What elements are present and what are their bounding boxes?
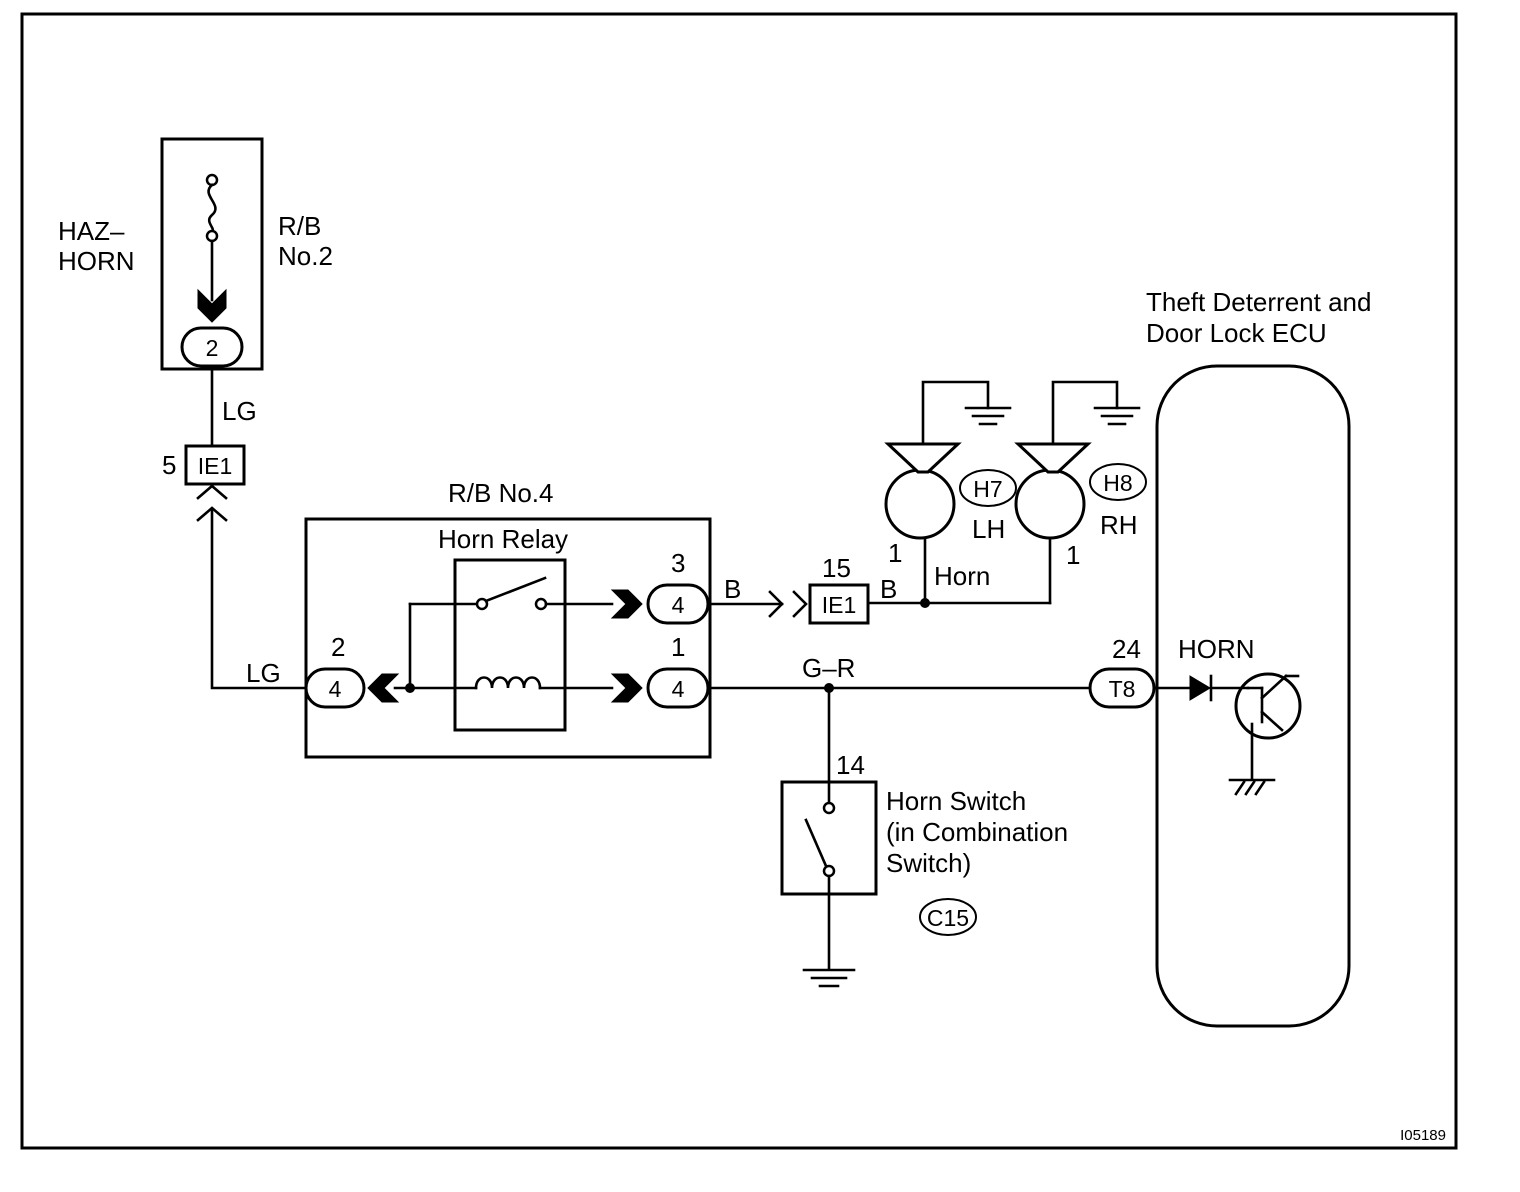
horn-switch-line1: Horn Switch <box>886 786 1026 816</box>
junction-ie1-top-code: IE1 <box>198 453 233 479</box>
ecu-transistor <box>1234 672 1302 740</box>
horn-relay-label: Horn Relay <box>438 524 568 554</box>
horn-rh-code-oval <box>1089 463 1147 501</box>
wire-lg-upper-label: LG <box>222 396 257 426</box>
junction-ie1-top: IE1 <box>184 444 246 522</box>
fuse-block-line2: No.2 <box>278 241 333 271</box>
relay-block-rb4 <box>304 517 712 759</box>
relay-coil <box>474 676 542 690</box>
horn-rh-label: RH <box>1100 510 1138 540</box>
horn-rh <box>1014 380 1141 605</box>
ecu-connector-pin: 24 <box>1112 634 1141 664</box>
relay-left-conn-number: 4 <box>329 676 342 702</box>
horn-switch-code-oval <box>919 898 977 936</box>
horn-rh-body <box>1014 468 1086 540</box>
horn-switch-code: C15 <box>927 905 969 931</box>
wire-lg-lower <box>210 508 308 690</box>
relay-block-title: R/B No.4 <box>448 478 554 508</box>
horn-rh-code: H8 <box>1103 470 1132 496</box>
horn-switch-contact-top <box>822 801 836 815</box>
relay-contact-fixed <box>475 597 489 611</box>
horn-lh-bell <box>884 442 962 474</box>
horn-lh-pin: 1 <box>888 538 902 568</box>
fuse-block-rb2: 2 <box>160 137 264 371</box>
relay-switch-pin-number: 3 <box>671 548 685 578</box>
ecu-connector-code: T8 <box>1109 676 1136 702</box>
junction-ie1-mid: IE1 <box>808 583 870 625</box>
wire-b-relay-label: B <box>724 574 741 604</box>
horn-lh-body <box>884 468 956 540</box>
ecu-body <box>1155 364 1351 1028</box>
fuse-element <box>207 183 217 234</box>
ecu-diode <box>1189 675 1211 701</box>
relay-left-pin-number: 2 <box>331 632 345 662</box>
fuse-name-line2: HORN <box>58 246 135 276</box>
junction-ie1-top-pin: 5 <box>162 450 176 480</box>
horn-switch-contact-bottom <box>822 864 836 878</box>
horn-rh-bell <box>1014 442 1092 474</box>
horn-switch-pin: 14 <box>836 750 865 780</box>
horn-rh-pin: 1 <box>1066 540 1080 570</box>
relay-coil-arrow <box>610 673 643 703</box>
horn-lh <box>884 380 1012 605</box>
wire-lg-lower-label: LG <box>246 658 281 688</box>
relay-contact-arm <box>484 576 547 603</box>
junction-ie1-mid-pin: 15 <box>822 553 851 583</box>
relay-switch-conn-number: 4 <box>672 592 685 618</box>
fuse-terminal-number: 2 <box>206 335 219 361</box>
horn-lh-code-oval <box>959 469 1017 507</box>
relay-left-arrow <box>367 673 400 703</box>
fuse-name-line1: HAZ– <box>58 216 125 246</box>
ecu-signal-label: HORN <box>1178 634 1255 664</box>
relay-contact-moving <box>534 597 548 611</box>
wire-gr-label: G–R <box>802 653 855 683</box>
horn-relay-box <box>453 558 567 732</box>
horn-switch-line2: (in Combination <box>886 817 1068 847</box>
diagram-id: I05189 <box>1400 1127 1446 1144</box>
ecu-title-line1: Theft Deterrent and <box>1146 287 1371 317</box>
horn-lh-label: LH <box>972 514 1005 544</box>
fuse-block-line1: R/B <box>278 211 321 241</box>
ecu-title-line2: Door Lock ECU <box>1146 318 1327 348</box>
horn-switch-arm <box>804 818 828 868</box>
relay-coil-pin-number: 1 <box>671 632 685 662</box>
horn-switch-line3: Switch) <box>886 848 971 878</box>
diagram-frame <box>20 12 1458 1150</box>
relay-coil-conn-number: 4 <box>672 676 685 702</box>
relay-switch-arrow <box>610 589 643 619</box>
horn-label: Horn <box>934 561 990 591</box>
junction-ie1-mid-code: IE1 <box>822 592 857 618</box>
fuse-terminal-bottom <box>205 229 219 243</box>
wire-b-junction-label: B <box>880 574 897 604</box>
fuse-output-arrow <box>197 288 227 323</box>
relay-left-connector <box>304 667 366 709</box>
horn-lh-code: H7 <box>973 476 1002 502</box>
